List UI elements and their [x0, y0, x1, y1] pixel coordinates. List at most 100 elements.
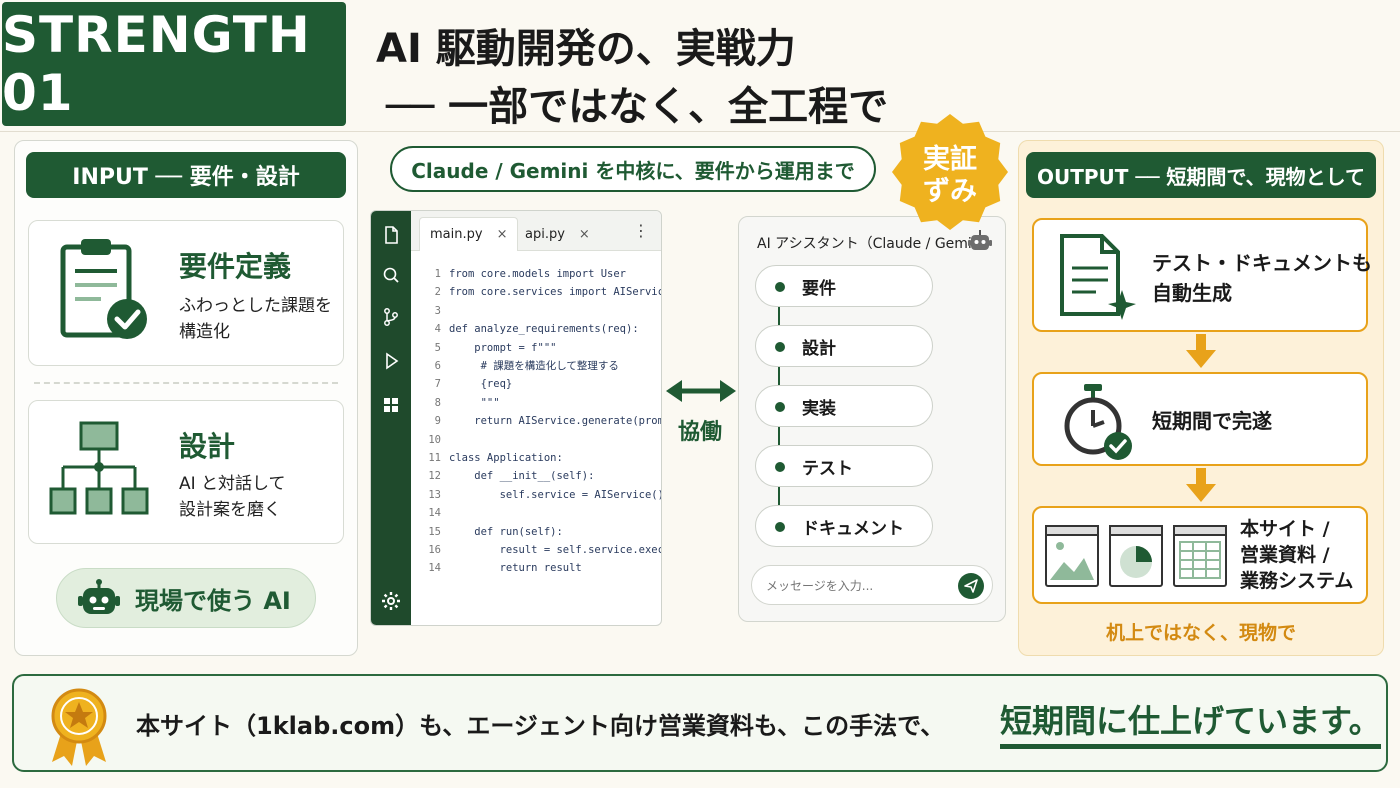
design-card: 設計 AI と対話して 設計案を磨く	[28, 400, 344, 544]
page-subtitle: ── 一部ではなく、全工程で	[386, 84, 889, 130]
source-control-icon[interactable]	[381, 307, 401, 327]
line-number: 13	[428, 488, 441, 501]
step-label: 要件	[802, 278, 836, 299]
close-icon[interactable]: ×	[496, 227, 508, 242]
code-line: 12 def __init__(self):	[411, 467, 594, 485]
code-line: 13 self.service = AIService()	[411, 486, 662, 504]
more-menu-icon[interactable]: ⋮	[633, 221, 649, 240]
arrow-down-icon	[1186, 468, 1216, 502]
deliverables-card: 本サイト / 営業資料 / 業務システム	[1032, 506, 1368, 604]
card-divider	[34, 382, 338, 384]
header-divider	[0, 131, 1400, 132]
line-number: 8	[434, 396, 441, 409]
clipboard-check-icon	[60, 239, 147, 339]
requirements-sub1: ふわっとした課題を	[179, 296, 332, 316]
requirements-sub2: 構造化	[179, 322, 230, 342]
close-icon[interactable]: ×	[578, 226, 590, 242]
field-ai-label: 現場で使う AI	[135, 586, 291, 615]
step-test[interactable]: テスト	[755, 445, 933, 487]
search-icon[interactable]	[381, 265, 401, 285]
editor-activity-bar	[371, 211, 411, 625]
line-number: 4	[434, 323, 441, 336]
tab-api-py[interactable]: api.py ×	[515, 217, 600, 251]
line-number: 11	[428, 452, 441, 464]
code-text: self.service = AIService()	[449, 488, 662, 501]
code-editor: main.py × api.py × ⋮ 1 from core.models i…	[370, 210, 662, 626]
tab-api-py-label: api.py	[525, 226, 565, 242]
assistant-title: AI アシスタント（Claude / Gemini）	[757, 236, 999, 252]
code-text: return result	[449, 562, 582, 575]
tab-main-py-label: main.py	[430, 227, 483, 242]
code-line: 9 return AIService.generate(prompt)	[411, 412, 662, 430]
document-sparkle-icon	[1060, 234, 1136, 320]
line-number: 3	[434, 304, 441, 317]
pie-chart-window-icon	[1109, 525, 1163, 587]
code-line: 1 from core.models import User	[411, 265, 626, 283]
code-text: def analyze_requirements(req):	[449, 323, 639, 336]
send-icon	[964, 579, 978, 593]
step-requirements[interactable]: 要件	[755, 265, 933, 307]
step-implementation[interactable]: 実装	[755, 385, 933, 427]
page-title: AI 駆動開発の、実戦力	[376, 26, 796, 72]
line-number: 12	[428, 470, 441, 483]
line-number: 6	[434, 360, 441, 372]
code-line: 3	[411, 302, 449, 320]
robot-icon	[968, 230, 992, 250]
extensions-icon[interactable]	[381, 395, 401, 415]
code-line: 4 def analyze_requirements(req):	[411, 320, 639, 338]
code-text: {req}	[449, 378, 513, 391]
tab-main-py[interactable]: main.py ×	[419, 217, 519, 251]
step-label: テスト	[802, 458, 853, 479]
line-number: 16	[428, 544, 441, 556]
spreadsheet-window-icon	[1173, 525, 1227, 587]
seal-line1: 実証	[923, 143, 977, 175]
step-label: ドキュメント	[802, 518, 904, 539]
strength-badge: STRENGTH 01	[2, 2, 346, 126]
footer-text: 本サイト（1klab.com）も、エージェント向け営業資料も、この手法で、	[136, 712, 945, 740]
output-heading: OUTPUT ── 短期間で、現物として	[1026, 152, 1376, 198]
code-text: # 課題を構造化して整理する	[449, 360, 619, 372]
verified-seal: 実証 ずみ	[892, 114, 1008, 230]
code-line: 10	[411, 431, 449, 449]
image-window-icon	[1045, 525, 1099, 587]
file-icon[interactable]	[381, 225, 401, 245]
ai-assistant-panel: AI アシスタント（Claude / Gemini） 要件 設計 実装 テスト …	[738, 216, 1006, 622]
code-text: """	[449, 396, 500, 409]
code-text: def run(self):	[449, 525, 563, 538]
code-text: def __init__(self):	[449, 470, 595, 483]
core-models-pill: Claude / Gemini を中核に、要件から運用まで	[390, 146, 876, 192]
message-input[interactable]	[766, 566, 946, 606]
arrow-down-icon	[1186, 334, 1216, 368]
design-title: 設計	[179, 430, 236, 463]
output-caption: 机上ではなく、現物で	[1105, 622, 1296, 644]
step-design[interactable]: 設計	[755, 325, 933, 367]
stopwatch-check-icon	[1064, 384, 1132, 460]
line-number: 2	[434, 286, 441, 299]
design-sub1: AI と対話して	[179, 474, 286, 494]
step-dot	[775, 522, 785, 532]
settings-gear-icon[interactable]	[381, 591, 401, 611]
code-line: 14	[411, 504, 449, 522]
line-number: 14	[428, 507, 441, 520]
collab-label: 協働	[678, 420, 723, 445]
line-number: 10	[428, 433, 441, 446]
run-icon[interactable]	[381, 351, 401, 371]
code-text: return AIService.generate(prompt)	[449, 415, 662, 428]
code-text: from core.models import User	[449, 268, 627, 280]
message-box	[751, 565, 993, 606]
step-documentation[interactable]: ドキュメント	[755, 505, 933, 547]
editor-tab-bar: main.py × api.py × ⋮	[411, 211, 661, 251]
send-button[interactable]	[958, 573, 984, 599]
code-line: 14 return result	[411, 559, 582, 577]
step-dot	[775, 402, 785, 412]
line-number: 1	[434, 268, 441, 280]
design-sub2: 設計案を磨く	[179, 500, 281, 520]
code-text: prompt = f"""	[449, 341, 557, 354]
code-text: class Application:	[449, 452, 563, 464]
line-number: 14	[428, 562, 441, 575]
code-line: 15 def run(self):	[411, 523, 563, 541]
code-line: 8 """	[411, 394, 500, 412]
code-line: 7 {req}	[411, 375, 513, 393]
step-dot	[775, 462, 785, 472]
